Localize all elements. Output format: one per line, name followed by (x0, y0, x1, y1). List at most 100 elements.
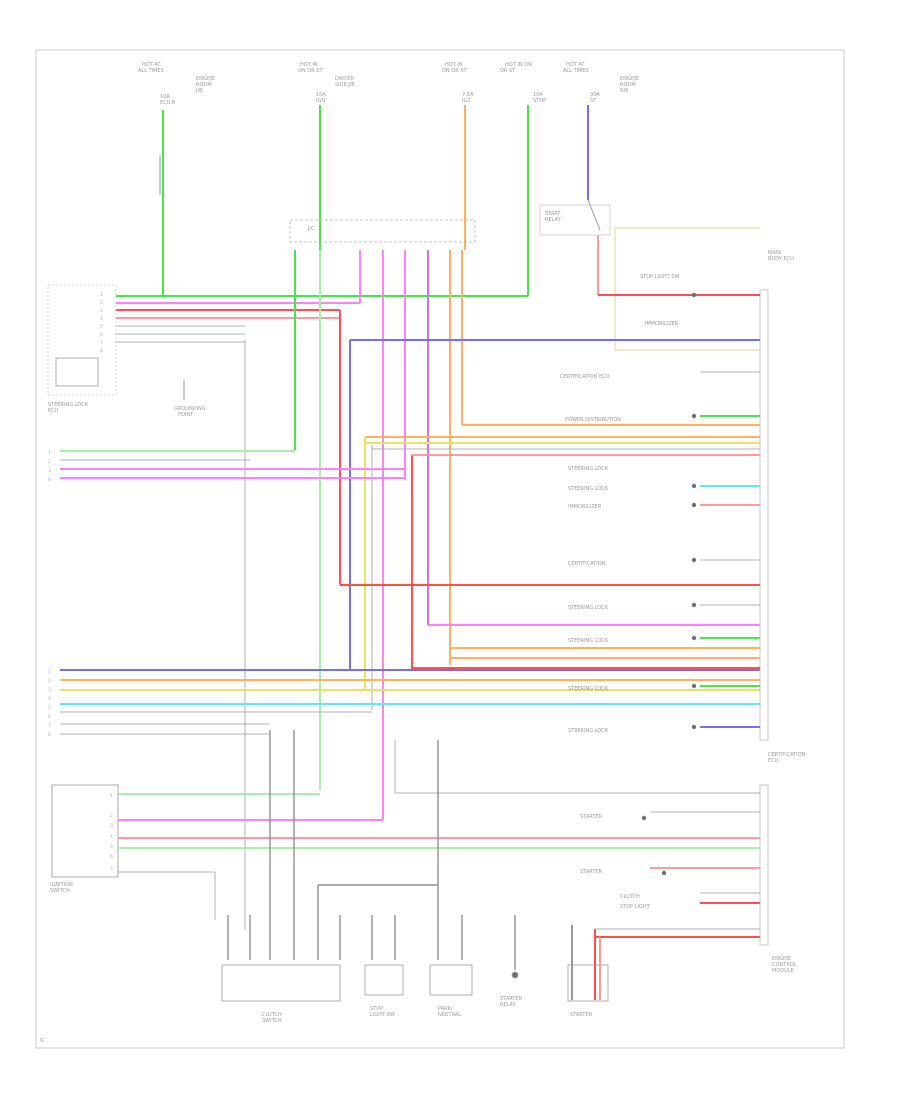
svg-text:STOP: STOP (533, 98, 546, 104)
svg-text:ENGINE: ENGINE (196, 76, 215, 82)
starter-wires (571, 925, 601, 1000)
svg-text:ROOM: ROOM (196, 82, 212, 88)
svg-text:STEERING LOCK: STEERING LOCK (568, 638, 609, 644)
svg-text:2: 2 (48, 678, 51, 684)
svg-text:5: 5 (100, 324, 103, 330)
svg-text:R/B: R/B (620, 88, 629, 94)
svg-text:5: 5 (110, 844, 113, 850)
svg-text:PARK/: PARK/ (438, 1006, 453, 1012)
svg-text:8: 8 (48, 732, 51, 738)
svg-text:7: 7 (48, 723, 51, 729)
svg-text:ECU-B: ECU-B (160, 100, 176, 106)
bottom-switch-boxes (221, 964, 609, 1002)
svg-text:3: 3 (110, 823, 113, 829)
svg-text:CERTIFICATION: CERTIFICATION (568, 561, 606, 567)
svg-text:ALL TIMES: ALL TIMES (138, 68, 164, 74)
svg-text:MODULE: MODULE (772, 968, 794, 974)
bottom-vertical-wires (227, 730, 516, 970)
svg-text:30A: 30A (590, 92, 600, 98)
svg-text:ST: ST (590, 98, 597, 104)
svg-text:J/B: J/B (195, 88, 203, 94)
wires-right-ecu (340, 294, 760, 728)
svg-text:2: 2 (110, 813, 113, 819)
svg-text:CERTIFICATION: CERTIFICATION (768, 752, 806, 758)
svg-text:10A: 10A (533, 92, 543, 98)
svg-text:J/C: J/C (307, 226, 315, 232)
diagram-frame (35, 49, 845, 1049)
vertical-trunks (183, 250, 463, 930)
svg-text:STEERING LOCK: STEERING LOCK (568, 728, 609, 734)
svg-text:STARTER: STARTER (500, 996, 523, 1002)
svg-text:IMMOBILIZER: IMMOBILIZER (645, 321, 679, 327)
wires-mid-left: 12 34 (48, 450, 405, 483)
svg-text:STEERING LOCK: STEERING LOCK (48, 402, 89, 408)
svg-text:ON OR ST: ON OR ST (442, 68, 467, 74)
svg-text:CLUTCH: CLUTCH (620, 894, 640, 900)
svg-text:STEERING LOCK: STEERING LOCK (568, 486, 609, 492)
svg-text:1: 1 (110, 793, 113, 799)
svg-text:CONTROL: CONTROL (772, 962, 797, 968)
svg-text:2: 2 (100, 300, 103, 306)
svg-text:4: 4 (100, 316, 103, 322)
svg-text:3: 3 (48, 687, 51, 693)
svg-text:ENGINE: ENGINE (620, 76, 639, 82)
svg-text:6: 6 (48, 714, 51, 720)
svg-text:STEERING LOCK: STEERING LOCK (568, 686, 609, 692)
svg-text:6: 6 (100, 332, 103, 338)
svg-text:SIDE J/B: SIDE J/B (335, 82, 355, 88)
svg-text:LIGHT SW: LIGHT SW (370, 1012, 395, 1018)
svg-text:POINT: POINT (178, 412, 194, 418)
svg-text:BODY ECU: BODY ECU (768, 256, 794, 262)
svg-text:MAIN: MAIN (768, 250, 781, 256)
svg-text:POWER DISTRIBUTION: POWER DISTRIBUTION (565, 417, 621, 423)
svg-text:4: 4 (48, 696, 51, 702)
svg-text:STARTER: STARTER (570, 1012, 593, 1018)
svg-text:ENGINE: ENGINE (772, 956, 791, 962)
svg-text:IGN: IGN (316, 98, 325, 104)
component-ignition-switch: 12 34 56 7 IGNITION SWITCH (50, 784, 119, 894)
svg-text:HOT IN ON: HOT IN ON (505, 62, 532, 68)
component-certification-ecu: CERTIFICATION ECU (759, 289, 806, 764)
svg-text:1: 1 (48, 450, 51, 456)
svg-text:ON OR ST: ON OR ST (298, 68, 323, 74)
svg-text:8: 8 (100, 348, 103, 354)
svg-text:IGNITION: IGNITION (50, 882, 73, 888)
junction-connector (289, 219, 476, 243)
svg-text:5: 5 (48, 705, 51, 711)
svg-text:10A: 10A (160, 94, 170, 100)
svg-text:3: 3 (100, 308, 103, 314)
svg-text:HOT IN: HOT IN (445, 62, 463, 68)
right-ecu-labels: STOP LIGHT SW IMMOBILIZER CERTIFICATION … (560, 274, 679, 910)
svg-text:IMMOBILIZER: IMMOBILIZER (568, 504, 602, 510)
svg-text:1: 1 (100, 292, 103, 298)
svg-text:STARTER: STARTER (580, 869, 603, 875)
svg-text:DRIVER: DRIVER (335, 76, 354, 82)
svg-text:7: 7 (100, 340, 103, 346)
svg-text:HOT AT: HOT AT (142, 62, 161, 68)
svg-text:NEUTRAL: NEUTRAL (438, 1012, 461, 1018)
svg-text:6: 6 (110, 854, 113, 860)
svg-text:4: 4 (48, 477, 51, 483)
svg-text:START: START (545, 211, 561, 217)
svg-text:10A: 10A (316, 92, 326, 98)
svg-text:7.5A: 7.5A (462, 92, 474, 98)
wires-comp-b (118, 740, 760, 938)
svg-text:ROOM: ROOM (620, 82, 636, 88)
svg-text:OR ST: OR ST (500, 68, 516, 74)
svg-text:7: 7 (110, 866, 113, 872)
svg-text:SWITCH: SWITCH (262, 1018, 282, 1024)
svg-text:RELAY: RELAY (500, 1002, 517, 1008)
svg-text:HOT AT: HOT AT (566, 62, 585, 68)
fuse-drops (159, 105, 601, 296)
svg-text:IG2: IG2 (462, 98, 471, 104)
svg-text:1: 1 (48, 669, 51, 675)
wires-comp-a (116, 295, 528, 343)
wires-lower-left: 1 2 3 4 5 6 7 8 (48, 669, 760, 738)
svg-text:3: 3 (48, 468, 51, 474)
junction-dots (641, 292, 697, 876)
svg-text:CLUTCH: CLUTCH (262, 1012, 282, 1018)
svg-text:HOT IN: HOT IN (300, 62, 318, 68)
svg-text:SWITCH: SWITCH (50, 888, 70, 894)
